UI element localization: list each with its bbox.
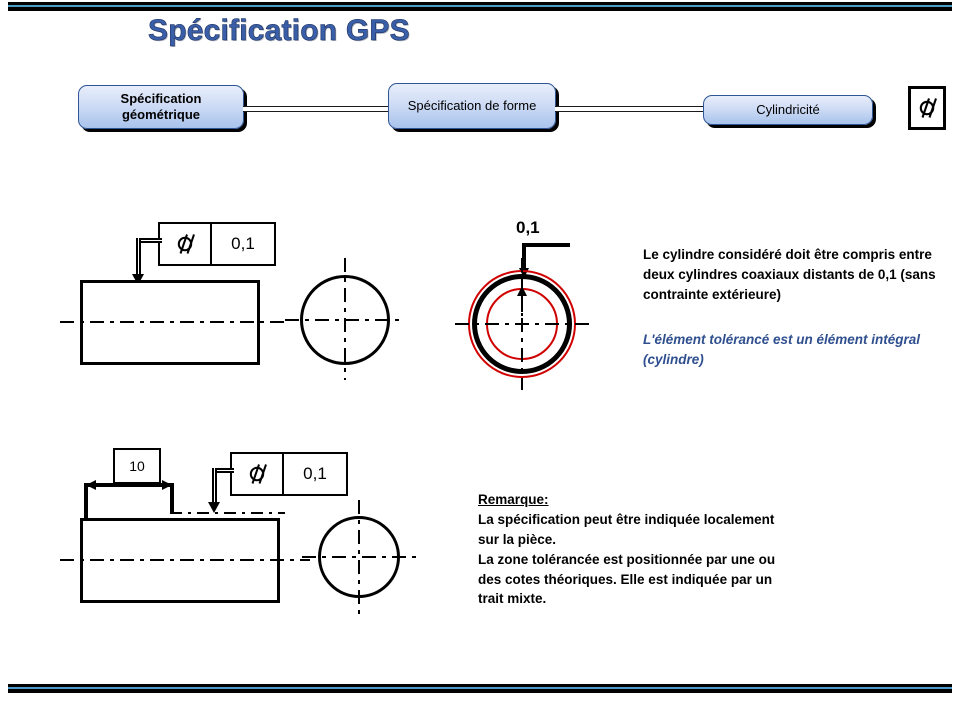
- note-top-blue: L'élément tolérancé est un élément intég…: [643, 332, 921, 367]
- chain-box-specification-de-forme[interactable]: Spécification de forme: [388, 83, 556, 129]
- dimension-arrow-right: [162, 480, 172, 490]
- cylindricity-icon: [172, 231, 198, 257]
- leader-arrowhead-top: [132, 274, 144, 285]
- leader-horizontal-bottom: [212, 468, 234, 473]
- extension-line-right: [170, 483, 174, 513]
- chain-box-label: Cylindricité: [756, 102, 820, 118]
- dimension-arrow-left: [86, 480, 96, 490]
- end-view-centerline-v-bottom: [358, 500, 360, 615]
- chain-box-cylindricite[interactable]: Cylindricité: [703, 95, 873, 125]
- chain-box-specification-geometrique[interactable]: Spécification géométrique: [78, 85, 244, 129]
- zone-leader-v: [522, 243, 526, 271]
- part-axis-bottom: [60, 559, 310, 561]
- leader-arrowhead-bottom: [208, 502, 220, 513]
- leader-vertical-bottom: [212, 468, 217, 506]
- top-accent-bar: [8, 2, 952, 11]
- page-title: Spécification GPS: [148, 14, 410, 48]
- fcf-symbol-cell: [232, 454, 284, 494]
- leader-horizontal-top: [136, 238, 162, 243]
- chain-box-label: Spécification géométrique: [120, 91, 202, 122]
- zone-centerline-h: [455, 323, 595, 325]
- fcf-symbol-cell: [160, 224, 212, 264]
- remark-body: La spécification peut être indiquée loca…: [478, 512, 776, 607]
- extension-line-left: [84, 483, 88, 521]
- fcf-tolerance-value: 0,1: [231, 234, 255, 253]
- chain-connector-1: [243, 106, 390, 112]
- part-axis-top: [60, 321, 285, 323]
- feature-control-frame-bottom: 0,1: [230, 452, 348, 496]
- trait-mixte-zone-indicator: [170, 512, 285, 514]
- theoretical-dimension-box: 10: [113, 448, 161, 484]
- remark-title: Remarque:: [478, 492, 549, 507]
- leader-vertical-top: [136, 238, 141, 278]
- zone-centerline-v: [521, 258, 523, 390]
- cylindricity-symbol-box: [908, 86, 946, 130]
- feature-control-frame-top: 0,1: [158, 222, 276, 266]
- bottom-accent-bar: [8, 684, 952, 693]
- end-view-centerline-v-top: [344, 258, 346, 380]
- dimension-line: [86, 483, 172, 487]
- cylindricity-icon: [244, 461, 270, 487]
- zone-label-top: 0,1: [516, 218, 540, 237]
- chain-box-label: Spécification de forme: [407, 98, 537, 114]
- theoretical-dimension-value: 10: [129, 458, 145, 474]
- zone-leader-h: [522, 243, 570, 247]
- cylindricity-icon: [914, 95, 940, 121]
- chain-connector-2: [555, 106, 705, 112]
- note-top-black: Le cylindre considéré doit être compris …: [643, 247, 936, 302]
- fcf-tolerance-value: 0,1: [303, 464, 327, 483]
